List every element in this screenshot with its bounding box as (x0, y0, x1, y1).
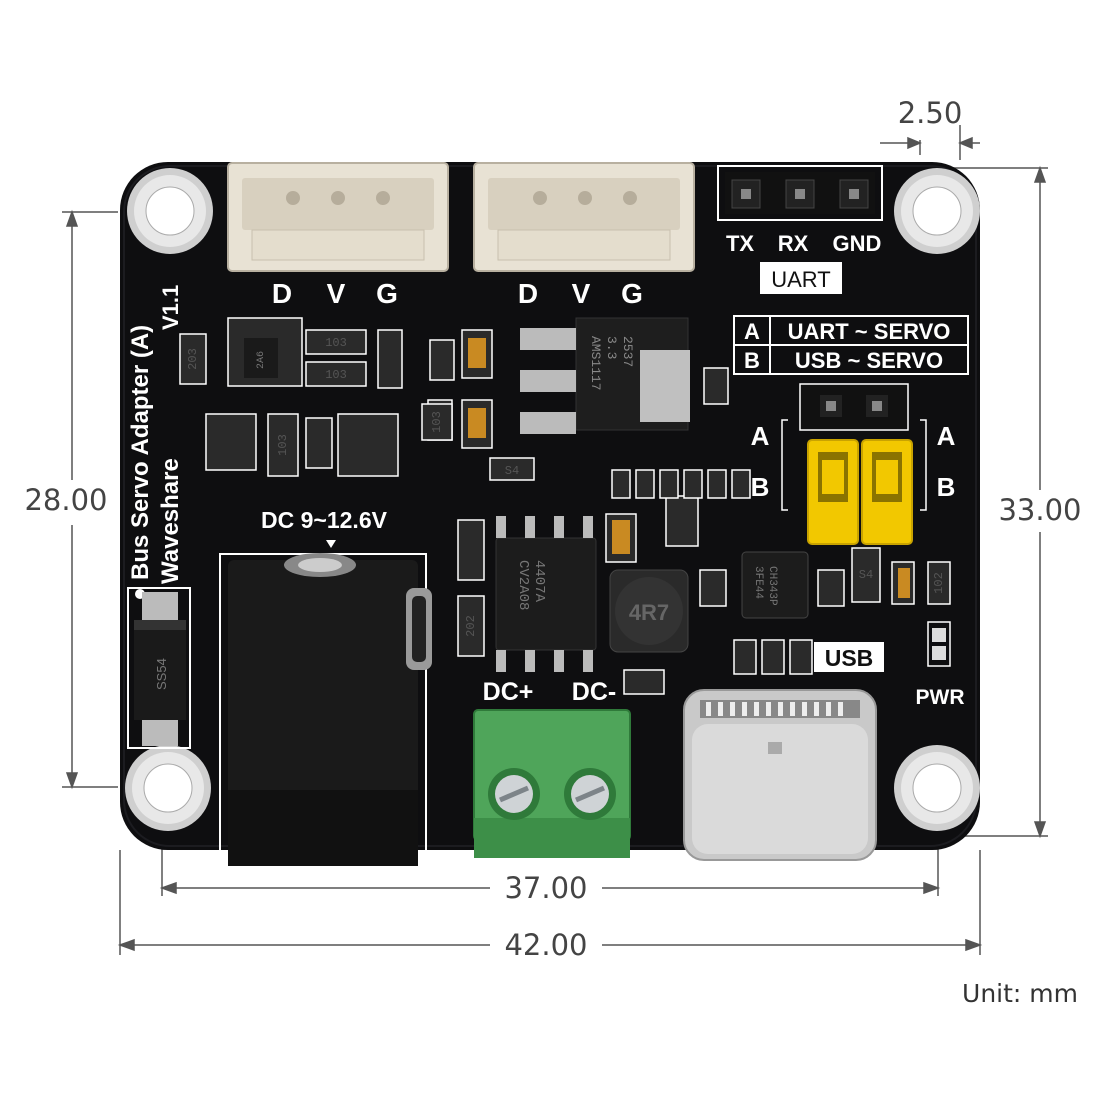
screw-terminal (473, 709, 631, 858)
inductor-4r7 (609, 569, 689, 653)
dc-barrel-jack (219, 553, 432, 867)
uart-header (717, 165, 883, 221)
passive-components (179, 317, 951, 695)
pad-row (611, 469, 751, 499)
mode-b-letter: B (744, 348, 760, 373)
mounting-hole-bottom-left (125, 745, 211, 831)
servo1-pin-v: V (327, 278, 346, 309)
resistor-marking-2: 103 (325, 368, 347, 382)
resistor-marking-7: 202 (464, 615, 478, 637)
dim-right-board-height: 33.00 (998, 493, 1081, 527)
jumper-a-left: A (751, 421, 770, 451)
dim-left-hole-spacing: 28.00 (24, 483, 107, 517)
regulator-marking-line3: 2537 (620, 336, 635, 367)
servo1-pin-d: D (272, 278, 292, 309)
dim-bottom-hole-spacing: 37.00 (504, 871, 587, 905)
brand-name: Waveshare (157, 458, 184, 584)
resistor-marking-1: 103 (325, 336, 347, 350)
mode-a-text: UART ~ SERVO (788, 319, 951, 344)
version-label: V1.1 (158, 285, 183, 330)
regulator-ams1117 (520, 317, 690, 434)
dim-bottom-board-width: 42.00 (504, 928, 587, 962)
small-chip-2a6 (244, 338, 278, 378)
diode-marking-2: S4 (505, 464, 519, 478)
dc-minus-label: DC- (572, 678, 616, 706)
regulator-marking-line2: 3.3 (604, 336, 619, 359)
dc-input-label: DC 9~12.6V (261, 507, 388, 533)
usb-c-port (683, 689, 877, 861)
servo2-pin-v: V (572, 278, 591, 309)
tantalum-caps (468, 338, 910, 598)
pwr-label: PWR (916, 686, 965, 709)
usb-chip-marking-line1: CH343P (766, 566, 778, 606)
jumper-cap-left[interactable] (807, 439, 859, 545)
mosfet-chip (495, 516, 597, 672)
dc-pointer-icon (326, 540, 336, 548)
usb-label: USB (825, 645, 874, 671)
mode-a-letter: A (744, 319, 760, 344)
unit-label: Unit: mm (962, 979, 1078, 1008)
jumper-cap-right[interactable] (861, 439, 913, 545)
usb-label-box (814, 642, 884, 672)
jumper-b-left: B (751, 472, 770, 502)
mounting-hole-top-left (127, 168, 213, 254)
servo-connector-1 (227, 162, 449, 272)
mounting-hole-bottom-right (894, 745, 980, 831)
servo1-pin-g: G (376, 278, 398, 309)
inductor-marking: 4R7 (629, 600, 669, 625)
mounting-hole-top-right (894, 168, 980, 254)
mode-table (733, 315, 969, 375)
dim-top-pitch: 2.50 (898, 96, 963, 130)
diode-ss54-marking: SS54 (154, 658, 169, 690)
servo2-pin-g: G (621, 278, 643, 309)
dc-plus-label: DC+ (483, 678, 534, 706)
pwr-led (927, 621, 951, 667)
regulator-marking-line1: AMS1117 (588, 336, 603, 391)
small-chip-marking: 2A6 (256, 351, 267, 369)
dimension-lines (62, 125, 1048, 955)
mosfet-marking-line1: 4407A (531, 560, 547, 603)
resistor-marking-5: 102 (932, 572, 946, 594)
mosfet-marking-line2: CV2A08 (515, 560, 531, 610)
servo2-pin-d: D (518, 278, 538, 309)
jumper-a-right: A (937, 421, 956, 451)
servo-connector-2 (473, 162, 695, 272)
uart-pin-gnd: GND (833, 231, 882, 256)
product-text-group: Bus Servo Adapter (A) (127, 325, 154, 599)
product-name: Bus Servo Adapter (A) (127, 325, 154, 580)
resistor-marking-3: 103 (276, 434, 290, 456)
jumper-b-right: B (937, 472, 956, 502)
uart-label: UART (771, 267, 831, 292)
uart-pin-tx: TX (726, 231, 754, 256)
resistor-marking-4: 103 (430, 411, 444, 433)
mode-b-text: USB ~ SERVO (795, 348, 943, 373)
diode-marking-3: S4 (859, 568, 873, 582)
usb-bridge-chip (741, 551, 809, 619)
usb-chip-marking-line2: 3FE44 (752, 566, 764, 599)
uart-pin-rx: RX (778, 231, 809, 256)
resistor-marking-6: 203 (186, 348, 200, 370)
jumper-header (781, 383, 927, 511)
diode-ss54 (127, 587, 191, 749)
uart-label-box (760, 262, 842, 294)
